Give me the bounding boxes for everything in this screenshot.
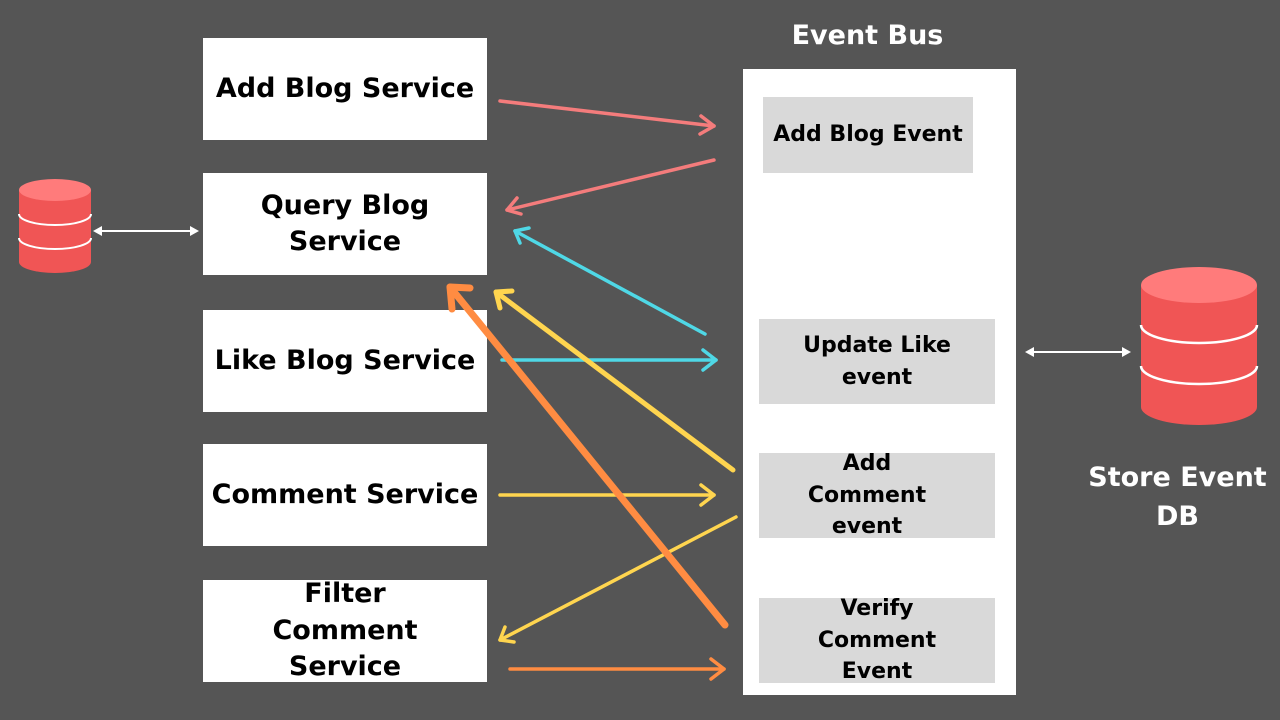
arrow-add-blog-to-bus	[498, 99, 716, 136]
arrow-like-event-to-query-blog	[513, 226, 707, 336]
update-like-event-label: Update Like event	[803, 332, 951, 390]
filter-comment-service: Filter Comment Service	[203, 578, 487, 682]
like-blog-service: Like Blog Service	[203, 310, 487, 412]
query-blog-service: Query Blog Service	[203, 173, 487, 275]
arrow-comment-to-bus	[498, 483, 716, 507]
event-bus-title: Event Bus	[791, 20, 944, 51]
add-comment-event-label: Add Comment event	[807, 450, 927, 540]
verify-comment-event-label: Verify Comment Event	[817, 595, 937, 685]
query-database-icon	[18, 179, 92, 273]
like-blog-service-label: Like Blog Service	[214, 344, 476, 376]
store-event-db-label: Store Event DB	[1088, 462, 1267, 533]
add-blog-service-label: Add Blog Service	[215, 72, 475, 104]
arrow-comment-event-to-filter	[498, 515, 738, 644]
connector-bus-store	[1025, 347, 1131, 357]
arrow-bus-to-query-blog	[505, 158, 716, 216]
add-blog-event: Add Blog Event	[763, 97, 973, 173]
update-like-event: Update Like event	[759, 319, 995, 404]
filter-comment-service-label: Filter Comment Service	[272, 578, 418, 683]
comment-service-label: Comment Service	[211, 478, 479, 510]
verify-comment-event: Verify Comment Event	[759, 596, 995, 684]
arrow-filter-to-bus	[508, 657, 726, 681]
query-blog-service-label: Query Blog Service	[260, 189, 430, 257]
store-event-database-icon	[1139, 267, 1259, 425]
add-blog-event-label: Add Blog Event	[773, 122, 963, 148]
connector-query-db	[93, 226, 199, 236]
add-comment-event: Add Comment event	[759, 451, 995, 539]
comment-service: Comment Service	[203, 444, 487, 546]
arrow-comment-event-to-query-blog	[493, 288, 736, 473]
arrow-verify-event-to-query-blog	[446, 283, 729, 629]
arrow-like-to-bus	[500, 348, 718, 372]
add-blog-service: Add Blog Service	[203, 38, 487, 140]
